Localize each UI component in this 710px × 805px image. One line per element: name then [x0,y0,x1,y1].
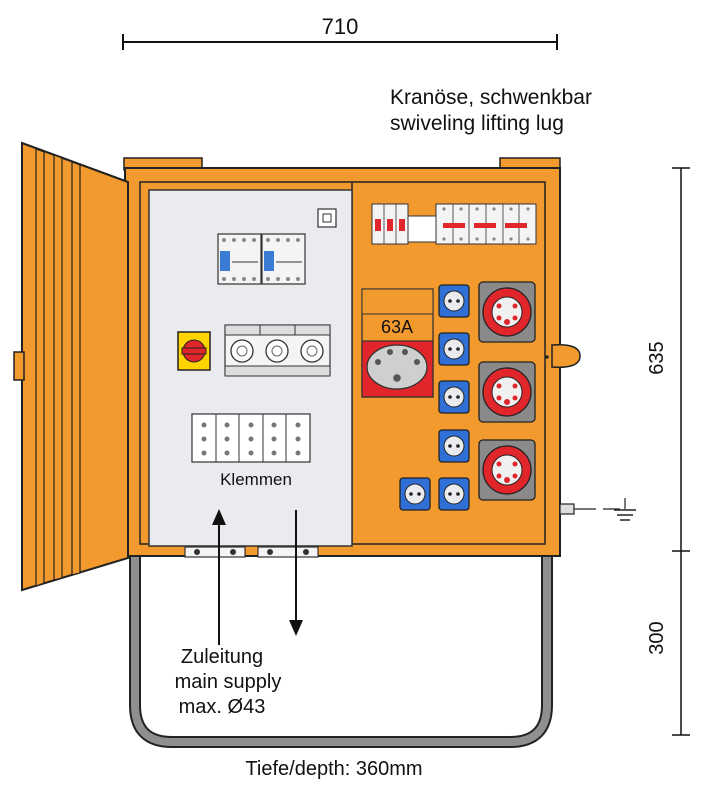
schuko-socket [438,380,470,414]
cee-socket-red [478,281,536,343]
supply-arrows [212,509,303,645]
width-dimension: 710 [122,14,558,50]
frame-height-label: 300 [646,621,668,654]
schuko-socket [438,477,470,511]
circuit-breaker-row [371,203,537,245]
depth-label: Tiefe/depth: 360mm [245,758,422,780]
supply-label-en: main supply [175,671,282,693]
fuse-holders [224,324,331,377]
side-handle [551,343,581,369]
cabinet-height-label: 635 [646,341,668,374]
cee-socket-63a [361,288,434,398]
cee-socket-red [478,361,536,423]
lifting-lug-label-de: Kranöse, schwenkbar [390,86,592,109]
terminal-block [191,413,311,463]
socket-rating-label: 63A [381,317,413,337]
panel-window [317,208,337,228]
terminals-label: Klemmen [220,470,292,489]
lifting-lug-label-en: swiveling lifting lug [390,112,564,135]
schuko-socket [399,477,431,511]
main-switch [177,331,211,371]
width-label: 710 [322,14,359,39]
schuko-socket [438,332,470,366]
height-dimension: 635 300 [646,167,690,736]
open-door [13,141,129,592]
door-latch [13,351,25,381]
cee-socket-red [478,439,536,501]
schuko-socket [438,429,470,463]
cable-glands [184,546,319,558]
base-frame [131,550,551,746]
supply-label-de: Zuleitung [181,646,263,668]
supply-diameter-label: max. Ø43 [179,696,266,718]
rcd-breakers [217,233,306,285]
earth-terminal [559,498,636,521]
schuko-socket [438,284,470,318]
